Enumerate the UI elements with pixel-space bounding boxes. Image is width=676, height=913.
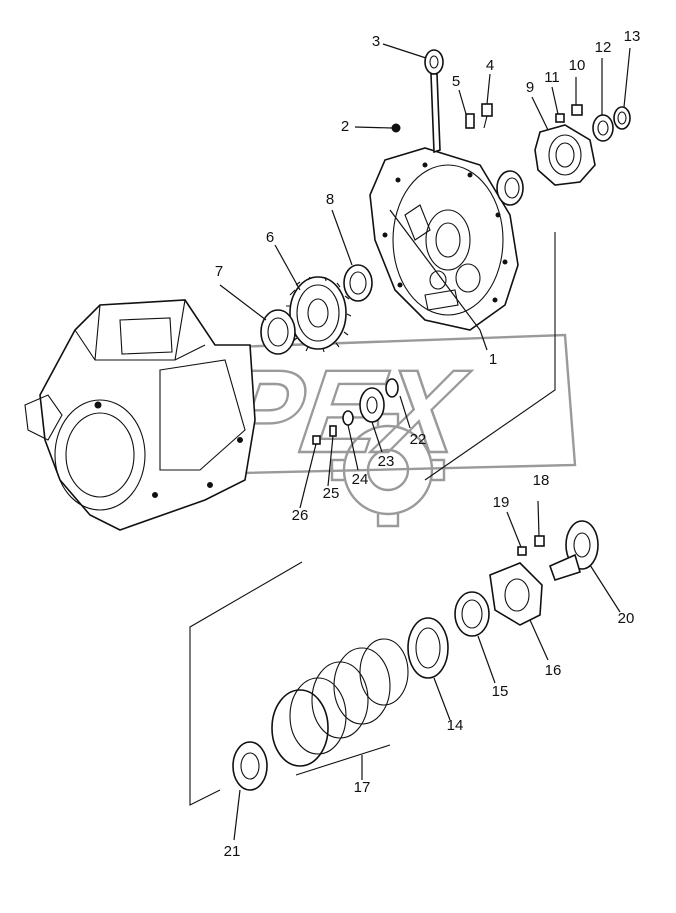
part-8-bearing <box>343 264 373 302</box>
part-22-ring <box>385 378 399 398</box>
part-24-washer <box>342 410 354 426</box>
callout-26: 26 <box>292 507 309 524</box>
callout-17: 17 <box>354 779 371 796</box>
callout-3: 3 <box>372 33 380 50</box>
part-6-gear <box>286 276 352 353</box>
part-9-bearing-cover <box>534 124 596 186</box>
callout-12: 12 <box>595 39 612 56</box>
callout-9: 9 <box>526 79 534 96</box>
part-5-washer <box>465 113 475 129</box>
leader-lines <box>219 43 631 841</box>
group-frame-upper <box>424 232 556 481</box>
group-frame-lower <box>189 561 303 806</box>
callout-16: 16 <box>545 662 562 679</box>
part-23-gear-small <box>359 387 385 423</box>
part-12-bearing <box>592 114 614 142</box>
callout-22: 22 <box>410 431 427 448</box>
cover-plate <box>369 147 519 331</box>
part-16-plate <box>489 562 543 626</box>
watermark-gear <box>330 412 446 528</box>
part-21-gear <box>232 741 268 791</box>
part-3-eyebolt <box>424 49 444 154</box>
part-15-bearing <box>454 591 490 637</box>
callout-15: 15 <box>492 683 509 700</box>
callout-14: 14 <box>447 717 464 734</box>
part-7-bearing <box>260 309 296 355</box>
part-20-gear-shaft <box>548 520 599 581</box>
group-frame-17 <box>295 744 391 776</box>
part-14-clutch-drum <box>407 617 449 679</box>
callout-23: 23 <box>378 453 395 470</box>
callout-7: 7 <box>215 263 223 280</box>
callout-labels: 1 2 3 4 5 6 7 8 9 10 11 12 13 14 15 16 1… <box>215 28 641 860</box>
part-19-washer <box>517 546 527 556</box>
part-10-bolt <box>571 104 583 116</box>
callout-10: 10 <box>569 57 586 74</box>
part-26-bolt <box>312 435 321 445</box>
callout-21: 21 <box>224 843 241 860</box>
part-17-clutch-pack <box>271 638 409 767</box>
callout-13: 13 <box>624 28 641 45</box>
callout-19: 19 <box>493 494 510 511</box>
part-18-bolt <box>534 535 545 547</box>
callout-4: 4 <box>486 57 494 74</box>
callout-6: 6 <box>266 229 274 246</box>
callout-11: 11 <box>544 69 560 86</box>
part-25-pin <box>329 425 337 437</box>
callout-8: 8 <box>326 191 334 208</box>
main-housing <box>24 299 256 531</box>
callout-2: 2 <box>341 118 349 135</box>
part-11-washer <box>555 113 565 123</box>
part-13-snap-ring <box>613 106 631 130</box>
callout-5: 5 <box>452 73 460 90</box>
callout-18: 18 <box>533 472 550 489</box>
callout-25: 25 <box>323 485 340 502</box>
callout-1: 1 <box>489 351 497 368</box>
part-4-bolt <box>481 103 493 129</box>
callout-24: 24 <box>352 471 369 488</box>
callout-20: 20 <box>618 610 635 627</box>
part-2-plug <box>391 123 401 133</box>
part-seal-small <box>496 170 524 206</box>
